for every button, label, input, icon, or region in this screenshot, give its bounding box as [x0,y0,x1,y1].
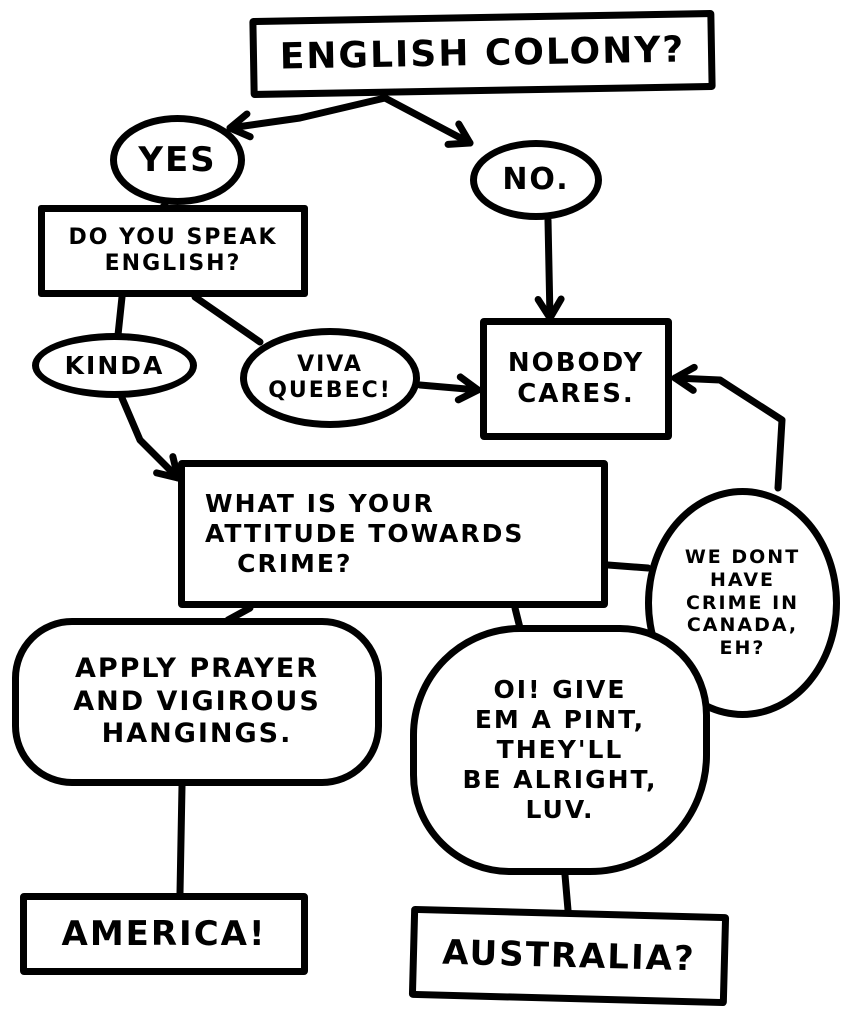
node-attitude-line-3: CRIME? [205,549,353,578]
connector-attitude-crime-to-give-em-a-pint [511,604,524,632]
node-speak-english: DO YOU SPEAK ENGLISH? [38,205,308,297]
node-no: NO. [470,140,602,220]
connector-english-colony-to-no [381,94,474,147]
node-viva-quebec-line-1: VIVA [297,351,363,377]
node-speak-english-line-2: ENGLISH? [104,251,242,276]
node-english-colony: ENGLISH COLONY? [249,9,716,99]
node-canada-line-3: CRIME IN [685,591,800,614]
node-attitude-line-1: WHAT IS YOUR [205,489,435,518]
arrowhead-nobody-cares [671,363,698,394]
connector-speak-english-to-viva-quebec [191,293,264,346]
node-nobody-cares-line-2: CARES. [517,379,635,409]
node-america: AMERICA! [20,893,308,975]
node-attitude-towards-crime: WHAT IS YOUR ATTITUDE TOWARDS CRIME? [178,460,608,608]
node-canada-line-5: EH? [719,637,766,660]
node-kinda: KINDA [32,333,197,398]
node-prayer-and-hangings: APPLY PRAYER AND VIGIROUS HANGINGS. [12,618,382,786]
node-no-label: NO. [502,162,570,197]
node-america-label: AMERICA! [61,913,267,954]
arrowhead-no [444,120,474,148]
connector-give-em-a-pint-to-australia [561,871,572,914]
node-viva-quebec: VIVA QUEBEC! [240,328,420,428]
node-prayer-line-1: APPLY PRAYER [74,653,320,685]
node-pint-line-1: OI! GIVE [493,675,627,704]
connector-viva-quebec-to-nobody-cares [416,381,482,394]
connector-speak-english-to-kinda [114,293,126,339]
node-yes-label: YES [138,139,217,180]
node-pint-line-4: BE ALRIGHT, [462,765,658,794]
node-canada-line-1: WE DONT [684,546,801,568]
node-attitude-line-2: ATTITUDE TOWARDS [205,519,525,548]
node-canada-line-2: HAVE [710,568,775,591]
arrowhead-nobody-cares [454,373,482,404]
node-australia: AUSTRALIA? [408,905,730,1007]
node-nobody-cares: NOBODY CARES. [480,318,672,440]
connector-no-to-nobody-cares [544,216,554,322]
node-yes: YES [110,115,245,205]
node-viva-quebec-line-2: QUEBEC! [268,378,392,403]
connector-kinda-to-attitude-crime [118,394,182,482]
node-pint-line-2: EM A PINT, [474,705,646,734]
node-kinda-label: KINDA [64,350,165,380]
node-australia-label: AUSTRALIA? [441,932,697,979]
arrowhead-yes [226,110,254,141]
node-canada-line-4: CANADA, [686,614,799,637]
node-no-crime-canada: WE DONT HAVE CRIME IN CANADA, EH? [645,488,840,718]
node-prayer-line-3: HANGINGS. [101,718,293,750]
connector-attitude-crime-to-no-crime-canada [604,561,652,572]
node-english-colony-label: ENGLISH COLONY? [279,29,686,78]
connector-prayer-hangings-to-america [176,782,186,897]
connector-english-colony-to-yes [226,94,389,132]
connector-no-crime-canada-to-nobody-cares [671,374,786,492]
node-pint-line-5: LUV. [525,795,595,824]
node-nobody-cares-line-1: NOBODY [507,347,645,378]
node-speak-english-line-1: DO YOU SPEAK [68,224,278,250]
node-give-em-a-pint: OI! GIVE EM A PINT, THEY'LL BE ALRIGHT, … [410,625,710,875]
node-pint-line-3: THEY'LL [496,735,624,764]
node-prayer-line-2: AND VIGIROUS [73,685,321,717]
